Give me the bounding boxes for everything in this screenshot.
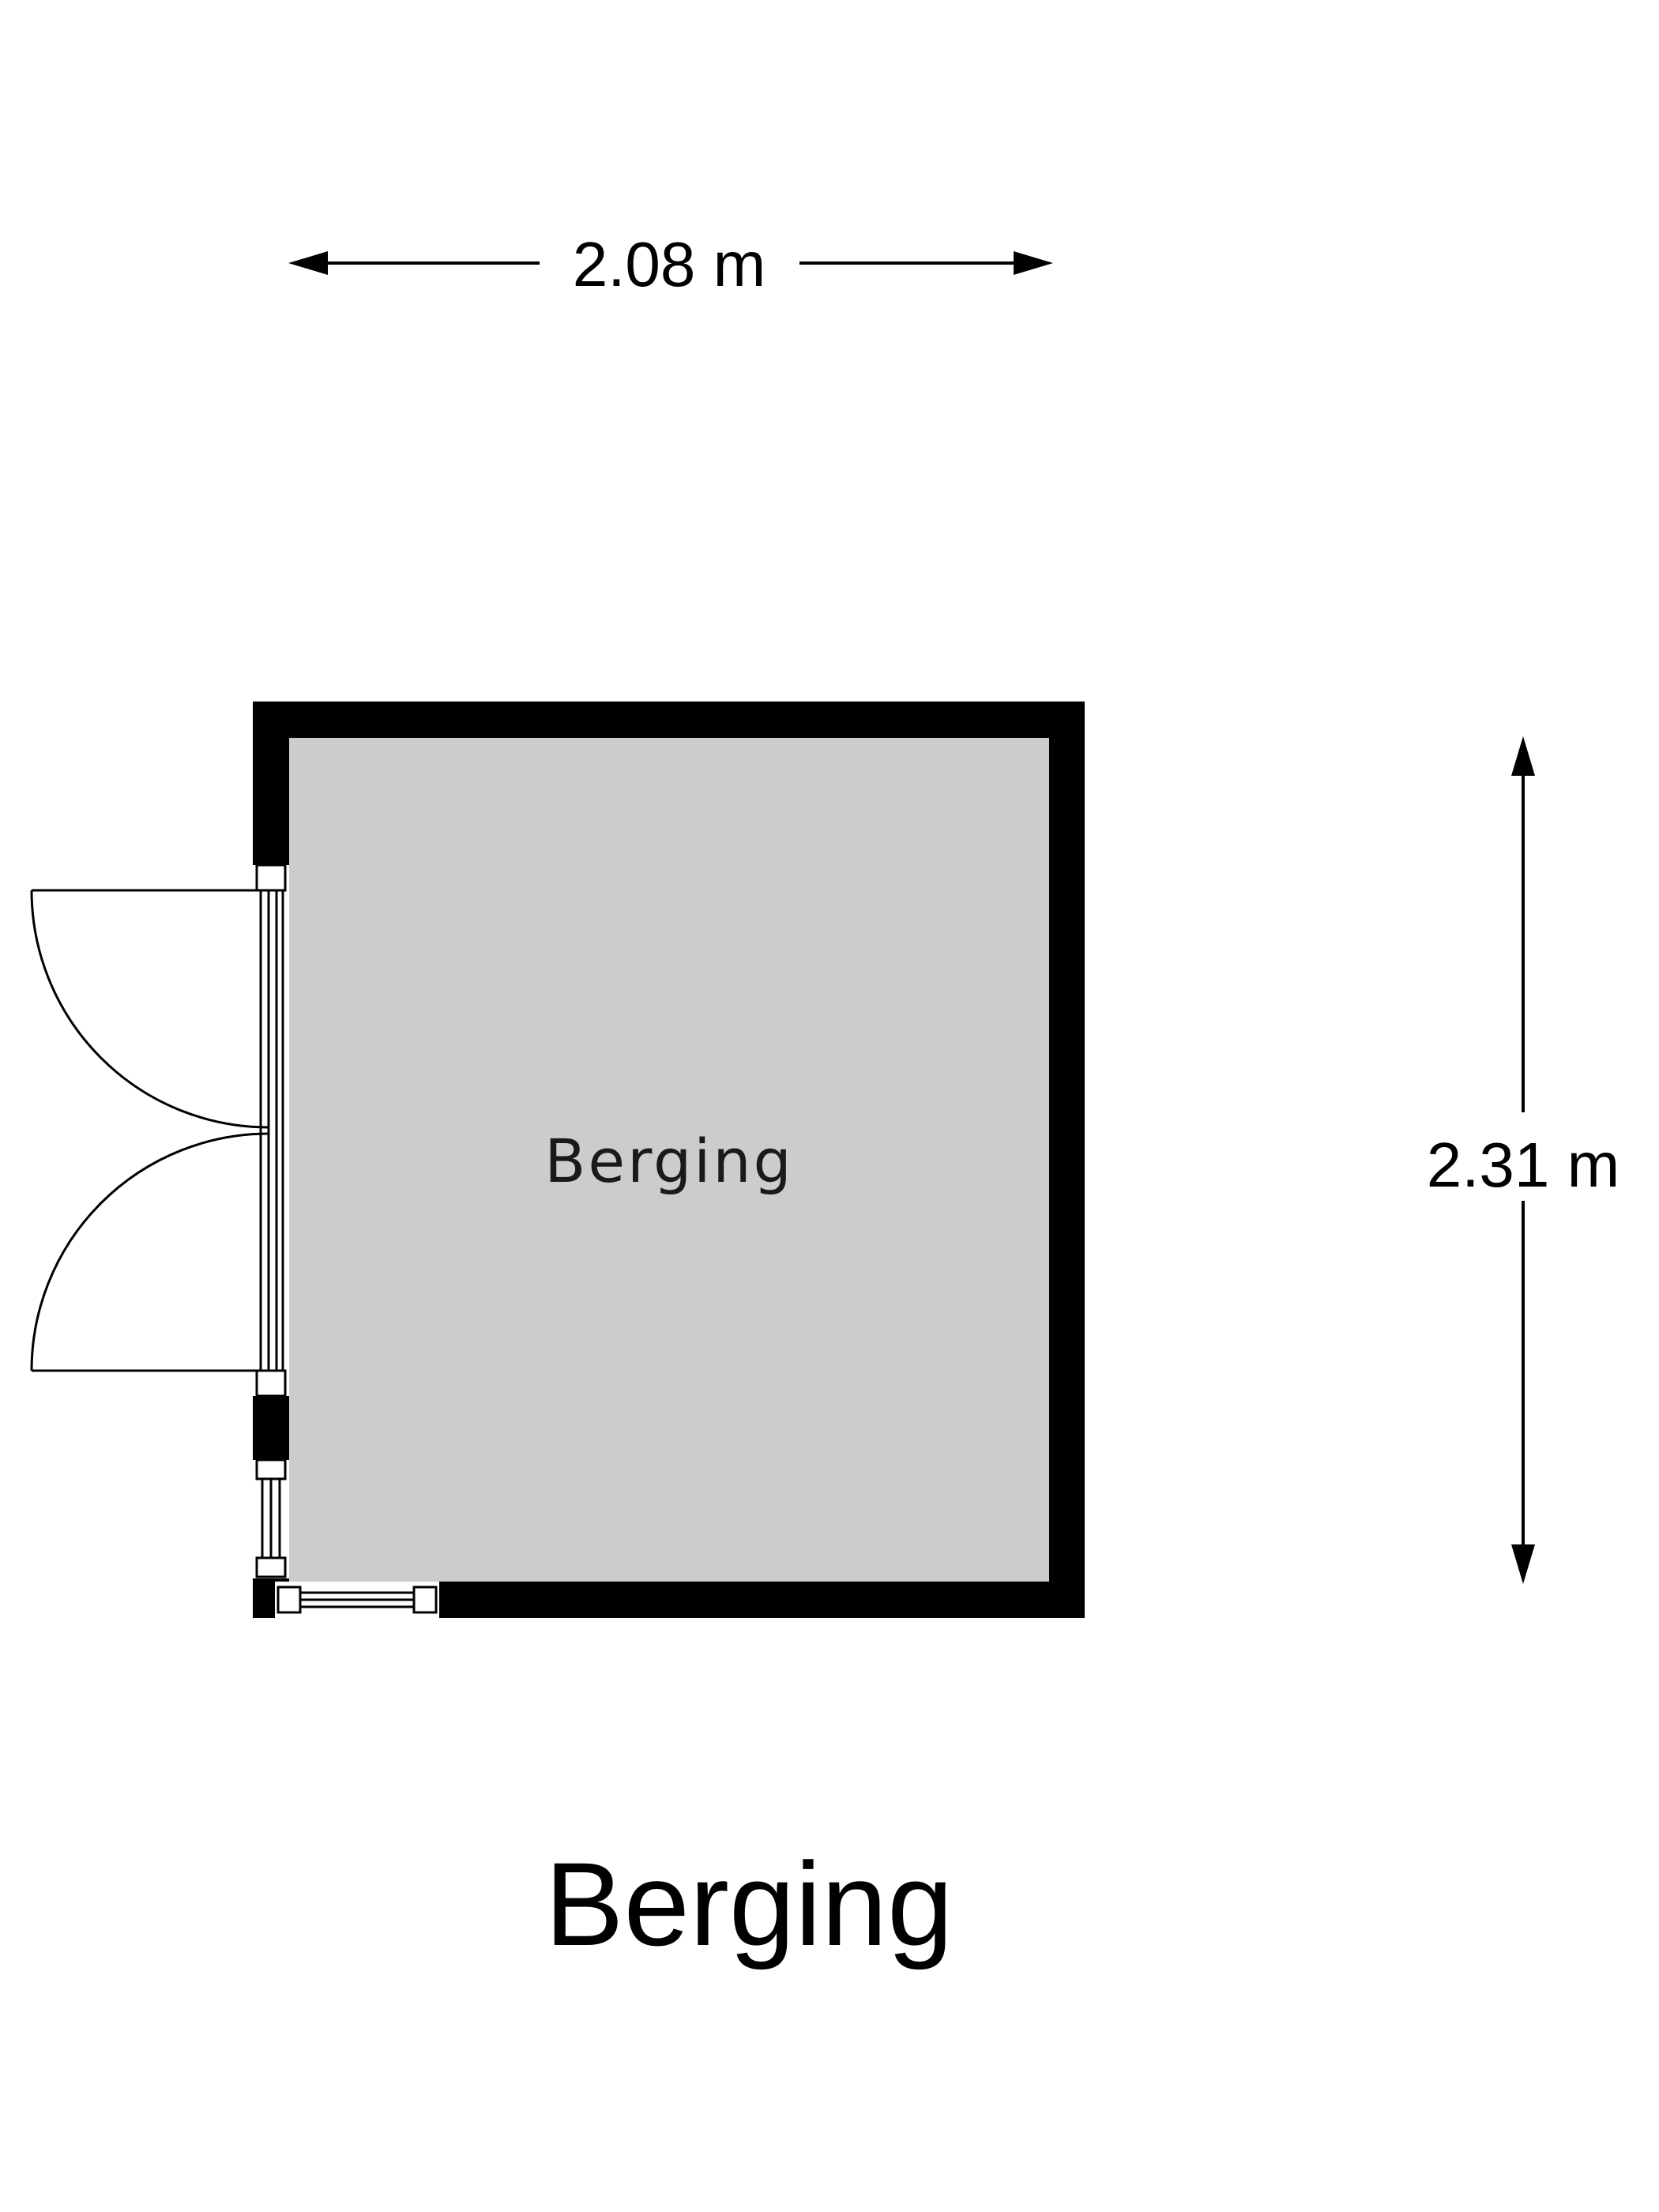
room-label: Berging — [544, 1126, 794, 1196]
door-jamb-bottom — [255, 1369, 287, 1398]
width-arrow-right-icon — [1014, 251, 1053, 275]
double-door — [30, 863, 287, 1398]
bottom-window-frame-left — [276, 1586, 302, 1614]
depth-arrow-top-icon — [1511, 736, 1535, 776]
width-dimension-label: 2.08 m — [573, 229, 766, 299]
plan-title: Berging — [544, 1838, 953, 1970]
left-window-frame-bottom — [255, 1556, 287, 1578]
depth-dimension: 2.31 m — [1427, 736, 1620, 1584]
door-swing-upper — [30, 890, 269, 1129]
door-swing-lower — [30, 1132, 269, 1371]
left-window — [255, 1458, 287, 1578]
width-dimension: 2.08 m — [288, 229, 1053, 299]
bottom-window-frame-right — [412, 1586, 438, 1614]
door-jamb-top — [255, 863, 287, 892]
depth-arrow-bottom-icon — [1511, 1544, 1535, 1584]
depth-dimension-label: 2.31 m — [1427, 1130, 1620, 1200]
width-arrow-left-icon — [288, 251, 328, 275]
bottom-window — [276, 1586, 438, 1614]
wall-stub-left — [253, 1396, 289, 1460]
floor-area — [289, 738, 1049, 1582]
left-window-frame-top — [255, 1458, 287, 1480]
